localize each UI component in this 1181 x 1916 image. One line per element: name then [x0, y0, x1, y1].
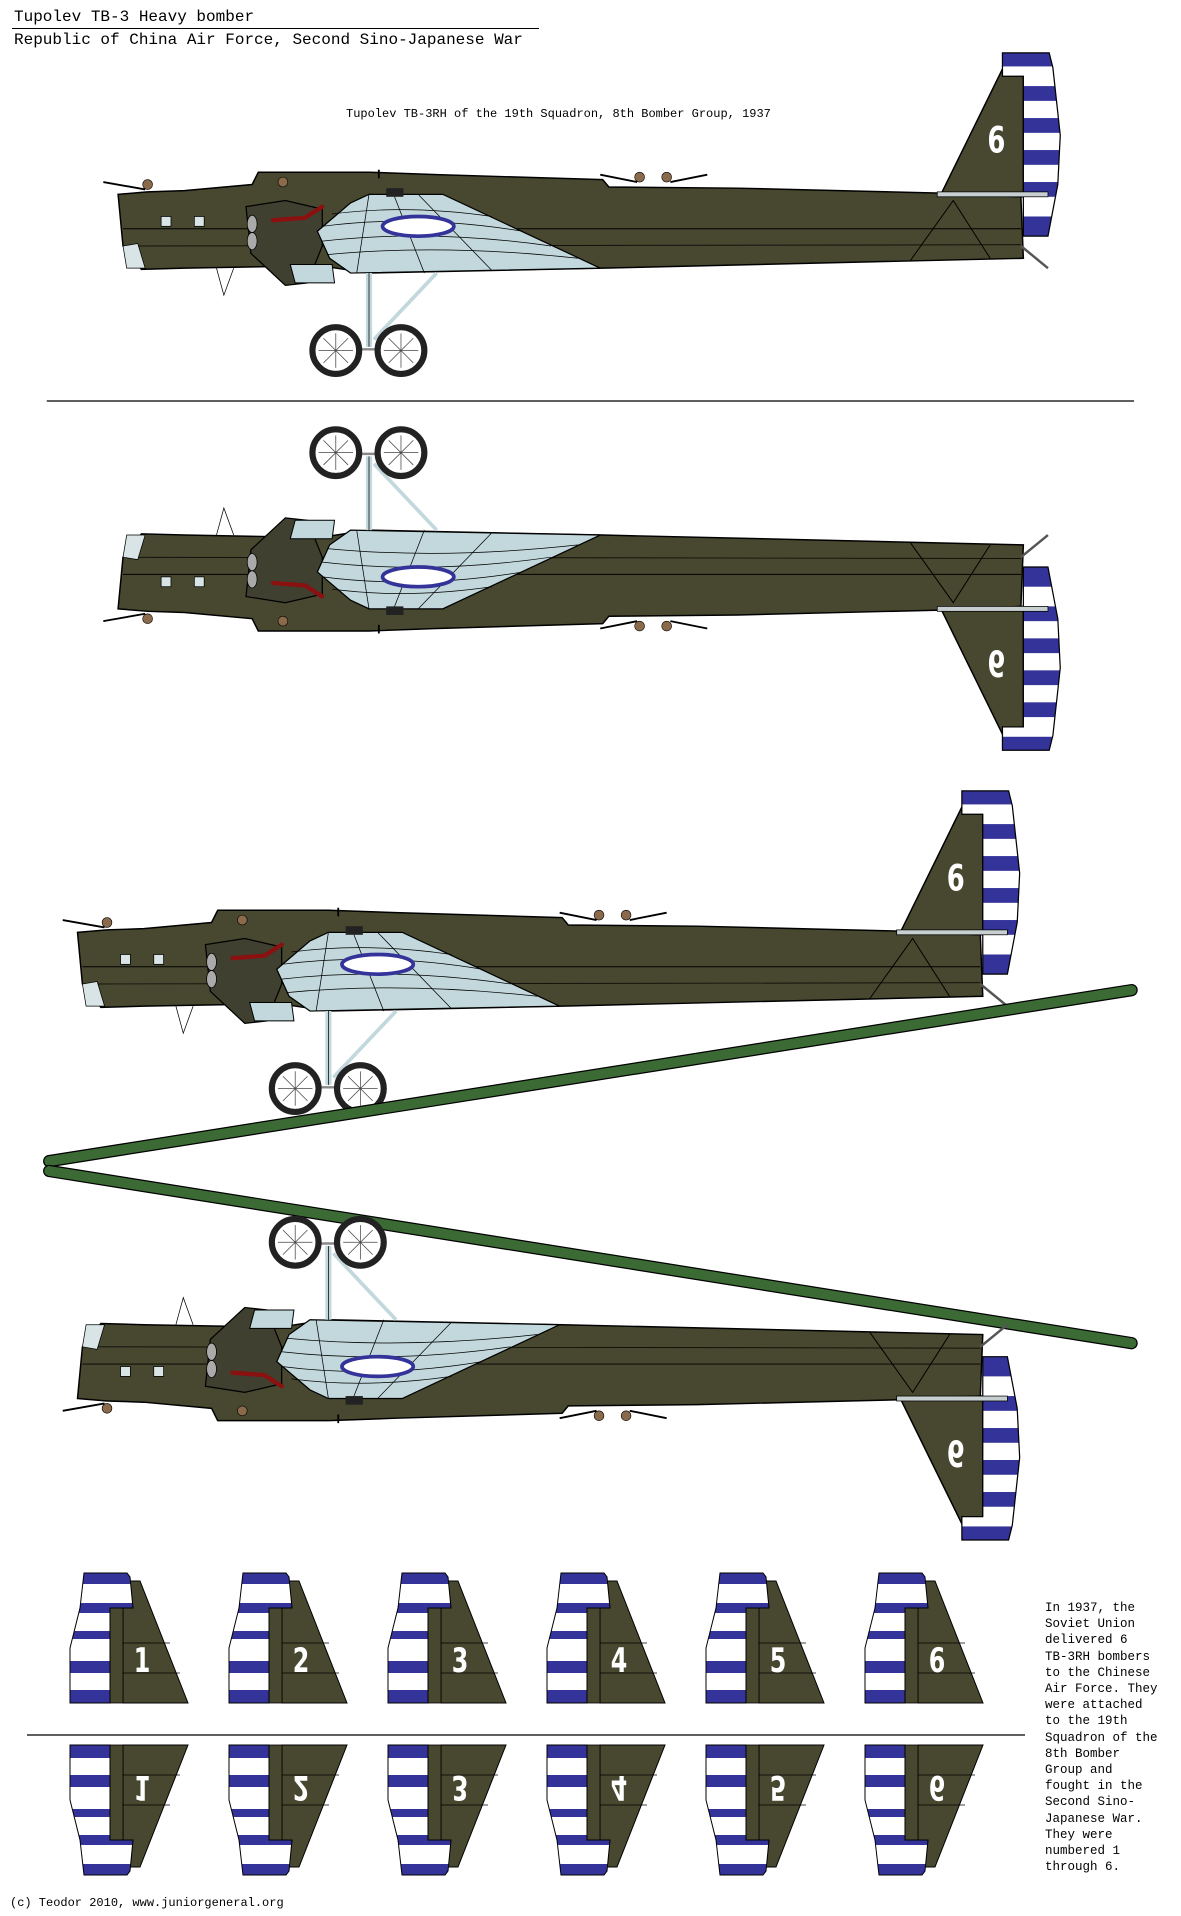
page-subtitle: Republic of China Air Force, Second Sino…	[14, 31, 523, 49]
tail-2: 2	[228, 1572, 348, 1704]
tail-3: 3	[387, 1572, 507, 1704]
title-underline	[12, 28, 539, 29]
tail-number: 5	[770, 1768, 787, 1807]
tail-number: 6	[929, 1641, 946, 1680]
tail-number: 6	[929, 1768, 946, 1807]
tail-6: 6	[864, 1572, 984, 1704]
side-view-right-top	[63, 787, 1030, 1112]
copyright-credit: (c) Teodor 2010, www.juniorgeneral.org	[10, 1896, 284, 1910]
tail-4: 4	[546, 1572, 666, 1704]
tail-3-underside: 3	[387, 1744, 507, 1876]
tail-number: 3	[452, 1641, 469, 1680]
wing-planform	[43, 984, 1138, 1350]
tail-5: 5	[705, 1572, 825, 1704]
tail-number: 2	[293, 1768, 310, 1807]
page-title: Tupolev TB-3 Heavy bomber	[14, 8, 255, 26]
tail-1: 1	[69, 1572, 189, 1704]
tail-2-underside: 2	[228, 1744, 348, 1876]
history-note: In 1937, the Soviet Union delivered 6 TB…	[1045, 1601, 1158, 1875]
tail-5-underside: 5	[705, 1744, 825, 1876]
tail-number: 4	[611, 1768, 628, 1807]
side-view-right-bottom	[63, 1219, 1030, 1544]
tail-number: 2	[293, 1641, 310, 1680]
tail-number: 1	[134, 1768, 151, 1807]
tail-1-underside: 1	[69, 1744, 189, 1876]
tail-6-underside: 6	[864, 1744, 984, 1876]
tail-variants: 1 1 2 2 3 3 4 4 5 5 6 6	[69, 1572, 984, 1876]
side-view-left-bottom	[103, 429, 1070, 754]
plate-caption: Tupolev TB-3RH of the 19th Squadron, 8th…	[346, 107, 771, 121]
tail-number: 4	[611, 1641, 628, 1680]
side-view-left-top	[103, 49, 1070, 374]
tail-number: 1	[134, 1641, 151, 1680]
tail-number: 5	[770, 1641, 787, 1680]
tail-4-underside: 4	[546, 1744, 666, 1876]
tail-number: 3	[452, 1768, 469, 1807]
